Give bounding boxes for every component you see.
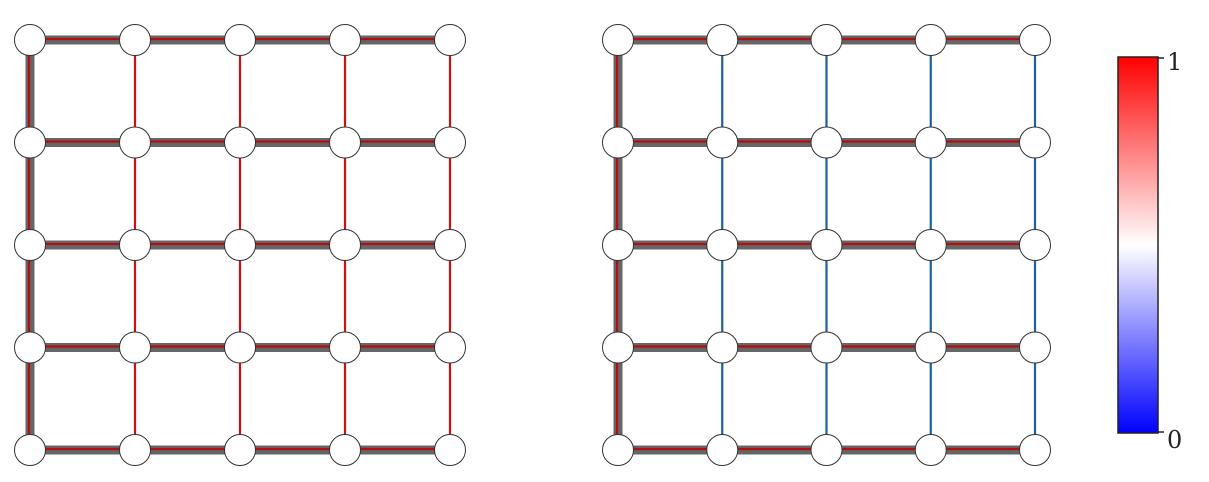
graph-node — [706, 229, 739, 261]
graph-node — [14, 331, 46, 364]
graph-node — [329, 24, 361, 56]
graph-node — [434, 24, 466, 56]
right-graph — [602, 24, 1051, 466]
graph-node — [914, 24, 947, 56]
graph-node — [119, 126, 151, 159]
graph-node — [810, 24, 843, 56]
graph-node — [224, 331, 256, 364]
graph-node — [706, 434, 739, 466]
graph-node — [914, 434, 947, 466]
graph-node — [329, 434, 361, 466]
graph-node — [706, 24, 739, 56]
graph-node — [706, 126, 739, 159]
colorbar: 1 0 — [1117, 48, 1182, 454]
graph-node — [14, 126, 46, 159]
graph-node — [119, 331, 151, 364]
graph-node — [119, 434, 151, 466]
graph-node — [1019, 24, 1051, 56]
graph-node — [434, 331, 466, 364]
graph-node — [14, 229, 46, 261]
graph-node — [329, 126, 361, 159]
graph-node — [224, 229, 256, 261]
colorbar-min-label: 0 — [1167, 426, 1182, 454]
graph-node — [602, 434, 634, 466]
graph-node — [914, 331, 947, 364]
graph-node — [1019, 434, 1051, 466]
graph-node — [434, 126, 466, 159]
graph-node — [224, 126, 256, 159]
graph-node — [434, 434, 466, 466]
graph-node — [1019, 126, 1051, 159]
colorbar-max-label: 1 — [1167, 48, 1182, 76]
graph-node — [224, 434, 256, 466]
graph-node — [119, 229, 151, 261]
graph-node — [810, 331, 843, 364]
graph-node — [14, 434, 46, 466]
graph-node — [329, 331, 361, 364]
graph-node — [602, 229, 634, 261]
left-graph — [14, 24, 466, 466]
graph-node — [119, 24, 151, 56]
graph-node — [602, 24, 634, 56]
graph-node — [602, 126, 634, 159]
graph-node — [810, 126, 843, 159]
graph-node — [914, 229, 947, 261]
colorbar-gradient — [1117, 56, 1159, 434]
graph-node — [1019, 229, 1051, 261]
graph-node — [602, 331, 634, 364]
graph-node — [810, 434, 843, 466]
graph-node — [1019, 331, 1051, 364]
graph-node — [914, 126, 947, 159]
graph-node — [434, 229, 466, 261]
graph-node — [810, 229, 843, 261]
graph-node — [224, 24, 256, 56]
graph-node — [14, 24, 46, 56]
graph-node — [706, 331, 739, 364]
graph-node — [329, 229, 361, 261]
